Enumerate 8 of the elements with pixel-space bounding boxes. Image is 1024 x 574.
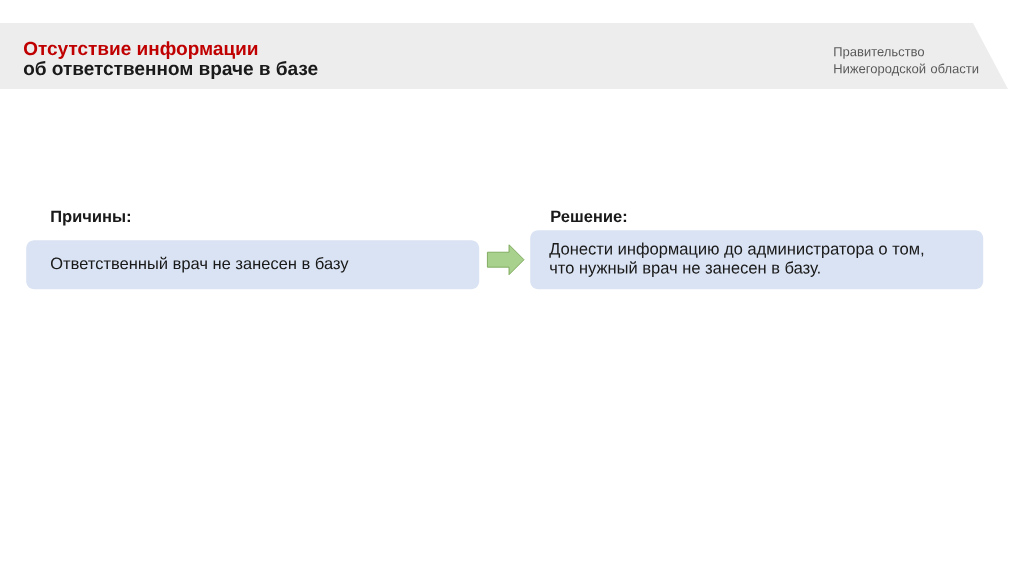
subtitle: об ответственном враче в базе <box>23 61 318 79</box>
heading: Причины: <box>51 210 130 226</box>
heading: Решение: <box>551 210 627 223</box>
text-box: Ответственный врач не занесен в базу <box>26 240 480 290</box>
block-arrow <box>487 244 525 276</box>
title: Отсутствие информации <box>24 41 258 59</box>
text-box: Донести информацию до администратора о том, что нужный врач не занесен в базу. <box>530 230 984 290</box>
organization-name: Правительство Нижегородской области <box>834 47 979 76</box>
